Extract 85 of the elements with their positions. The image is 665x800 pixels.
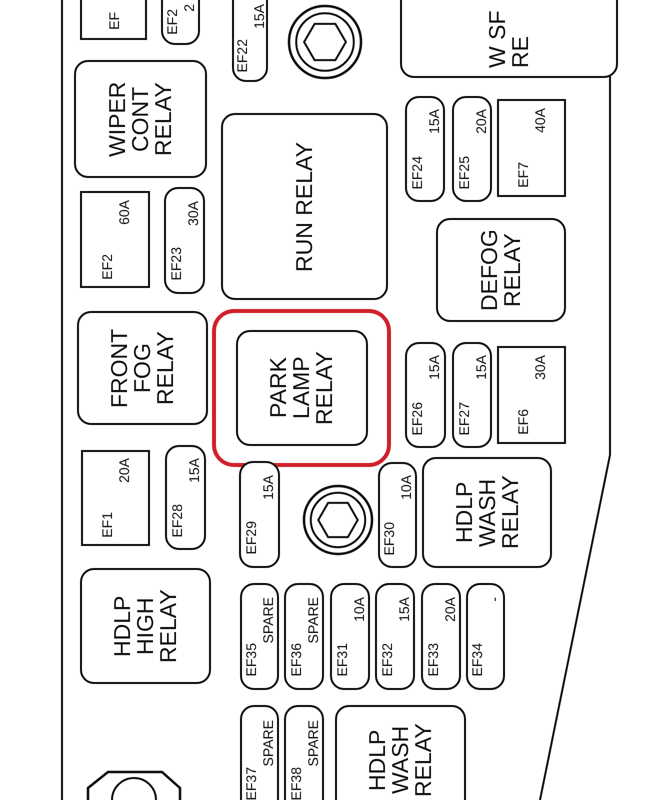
fuse-rating: SPARE <box>261 720 275 766</box>
relay-label: DEFOG RELAY <box>478 228 524 313</box>
relay-label: HDLP WASH RELAY <box>366 722 435 799</box>
fuse-number: EF28 <box>170 504 184 538</box>
fuse-rating: 20A <box>442 596 456 622</box>
fuse-rating: 30A <box>533 355 547 380</box>
highlight-frame <box>212 309 391 467</box>
fuse-number: EF2 <box>100 254 114 280</box>
relay-box <box>236 330 368 446</box>
fuse-box <box>284 705 324 800</box>
fuse-rating: 15A <box>187 458 201 482</box>
fuse-rating: 10A <box>399 475 413 500</box>
fuse-rating: - <box>487 596 501 602</box>
fuse-number: EF22 <box>234 38 248 72</box>
fuse-number: EF32 <box>380 643 394 676</box>
relay-label: PARK LAMP RELAY <box>267 350 336 427</box>
fuse-number: EF27 <box>456 402 470 435</box>
fuse-rating: SPARE <box>306 720 320 766</box>
fuse-box <box>232 0 268 82</box>
fuse-number: EF <box>106 12 120 30</box>
fuse-rating: 15A <box>261 474 275 500</box>
fuse-number: EF31 <box>334 643 348 676</box>
relay-box <box>74 60 207 178</box>
fuse-number: EF23 <box>169 247 183 280</box>
relay-box <box>80 568 211 684</box>
relay-box <box>422 457 552 568</box>
fuse-number: EF7 <box>516 162 530 188</box>
cartridge-fuse-box <box>497 99 566 197</box>
fuse-number: EF37 <box>244 766 258 800</box>
relay-label: WIPER CONT RELAY <box>106 80 175 159</box>
fuse-box <box>284 583 324 690</box>
fuse-rating: 40A <box>533 108 547 133</box>
relay-box <box>221 113 388 300</box>
relay-box <box>335 705 466 800</box>
fuse-box <box>330 583 370 690</box>
fuse-number: EF29 <box>244 521 258 554</box>
fuse-rating: 15A <box>426 109 440 134</box>
fuse-rating: 15A <box>427 355 441 380</box>
fuse-number: EF36 <box>288 643 302 676</box>
cartridge-fuse-box <box>80 191 150 288</box>
fuse-number: EF35 <box>244 643 258 676</box>
fuse-box <box>239 461 280 568</box>
fuse-number: EF26 <box>410 402 424 435</box>
relay-label: W SF RE <box>486 10 532 68</box>
fuse-number: EF24 <box>410 156 424 189</box>
cartridge-fuse-box <box>497 346 566 444</box>
fuse-rating: 10A <box>352 596 366 622</box>
relay-box <box>400 0 618 78</box>
fuse-number: EF6 <box>516 409 530 435</box>
fuse-number: EF38 <box>288 766 302 800</box>
relay-box <box>436 218 566 322</box>
fuse-rating: 15A <box>396 596 410 622</box>
fuse-box <box>375 583 415 690</box>
relay-label: HDLP HIGH RELAY <box>111 588 180 665</box>
fuse-box <box>466 583 505 690</box>
relay-label: HDLP WASH RELAY <box>452 474 522 552</box>
cartridge-fuse-box <box>81 450 150 546</box>
fuse-box <box>405 96 445 202</box>
fuse-rating: 2 <box>182 4 196 12</box>
fuse-rating: 15A <box>474 355 488 380</box>
relay-label: RUN RELAY <box>293 142 316 272</box>
fuse-rating: 15A <box>252 4 266 29</box>
fuse-number: EF25 <box>456 156 470 189</box>
fuse-box <box>240 583 279 690</box>
fuse-box <box>164 187 205 294</box>
fuse-box <box>165 445 206 550</box>
fuse-number: EF30 <box>382 522 396 555</box>
fuse-box <box>240 705 279 800</box>
fuse-number: EF34 <box>470 643 484 676</box>
fuse-rating: 20A <box>117 458 131 483</box>
relay-label: FRONT FOG RELAY <box>108 327 177 410</box>
fuse-rating: SPARE <box>306 596 320 643</box>
fuse-box <box>452 96 492 202</box>
fuse-rating: 30A <box>186 200 200 226</box>
fuse-box <box>405 342 446 448</box>
fuse-number: EF1 <box>100 512 114 538</box>
fuse-rating: SPARE <box>261 596 275 643</box>
fuse-number: EF2 <box>165 9 179 35</box>
fuse-box <box>421 583 461 690</box>
fuse-number: EF33 <box>426 643 440 676</box>
relay-box <box>77 311 208 425</box>
fuse-box <box>378 462 417 568</box>
fuse-box <box>452 342 492 448</box>
fuse-rating: 20A <box>474 109 488 134</box>
fuse-rating: 60A <box>116 200 130 224</box>
